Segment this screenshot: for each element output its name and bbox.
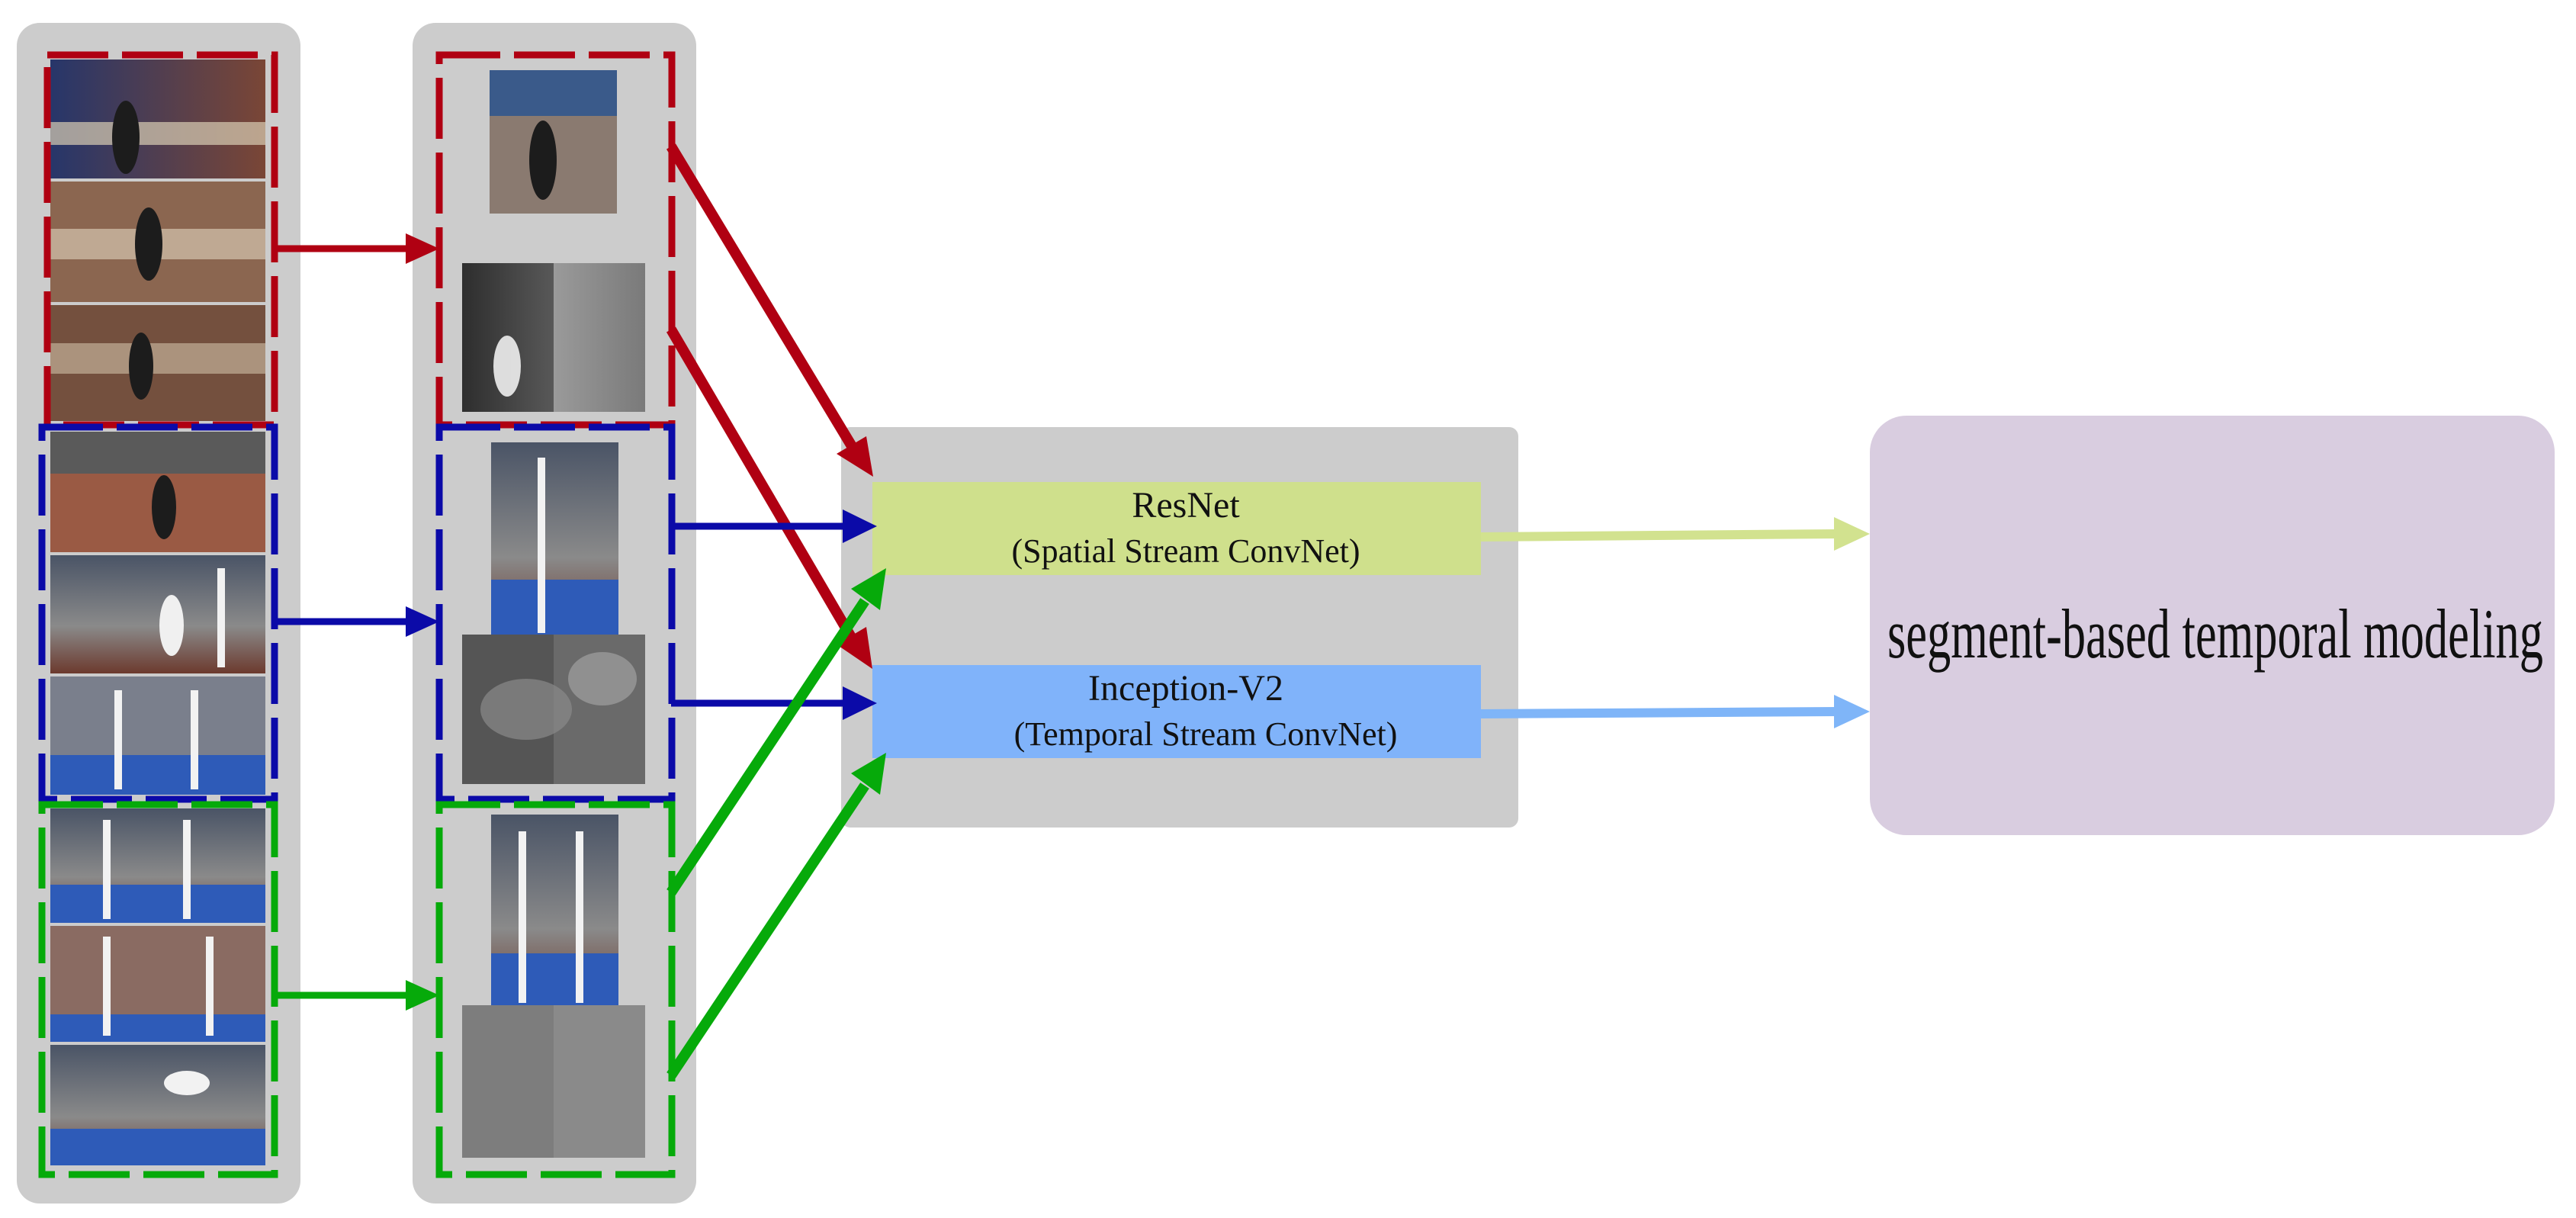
arrow-head [1834,517,1870,551]
arrow-temporal-to-modeling [1480,707,1839,718]
temporal-modeling-label: segment-based temporal modeling [1887,595,2543,673]
arrow-head [406,980,439,1011]
arrow-head [406,606,439,637]
video-frame [50,555,265,673]
arrow-rgb-3-to-spatial [666,598,869,895]
arrow-head [1834,695,1870,728]
temporal-modeling-box [1870,416,2555,835]
arrow-head [837,436,873,477]
snippet-2-dashed-box [435,423,676,803]
segment-1-frames [50,59,265,421]
runner-figure [529,121,557,200]
arrow-head [406,233,439,264]
runner-figure [135,207,162,281]
runner-figure [129,333,153,400]
arrow-flow-3-to-temporal [666,783,869,1078]
spatial-network-name: ResNet [1132,485,1240,525]
arrow-head [843,509,877,543]
arrow-head [851,568,886,610]
arrow-rgb-1-to-spatial [666,143,859,453]
spatial-stream-box [872,482,1481,575]
runner-figure [112,101,140,174]
video-frame [50,59,265,178]
snippet-3-dashed-box [435,801,676,1178]
arrow-head [837,627,872,669]
jumper-figure [159,595,184,656]
segment-2-dashed-box [38,423,278,803]
temporal-network-name: Inception-V2 [1088,668,1283,709]
temporal-network-role: (Temporal Stream ConvNet) [1014,715,1398,753]
arrow-spatial-to-modeling [1480,529,1839,542]
arrow-head [851,753,886,795]
temporal-stream-box [872,665,1481,758]
jumper-figure [164,1071,210,1095]
spatial-network-role: (Spatial Stream ConvNet) [1011,532,1360,570]
segment-3-dashed-box [38,801,278,1178]
arrow-flow-1-to-temporal [666,326,859,645]
segment-to-snippet-arrows [275,233,439,1011]
segment-2-frames [50,432,265,795]
jumper-figure [152,475,176,539]
snippet-to-network-arrows [666,143,886,1078]
segment-3-frames [50,808,265,1165]
arrow-head [843,686,877,720]
